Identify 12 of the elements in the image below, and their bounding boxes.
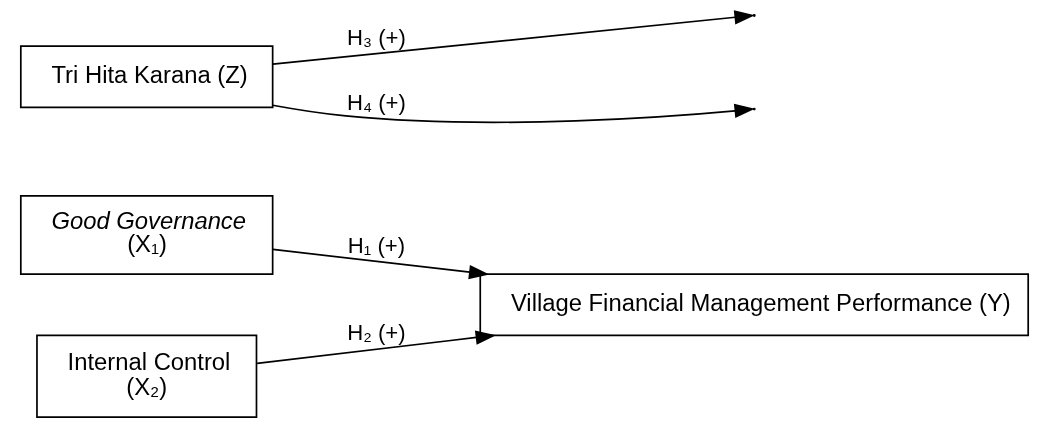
edge-label: H₁ (+) [347,232,406,258]
arrow [256,330,497,365]
node-box: Village Financial Management Performance (Y) [479,273,1030,337]
edge-label: H₄ (+) [347,89,406,115]
node-box: Tri Hita Karana (Z) [19,45,274,109]
node-box: Good Governance (X₁) [19,195,274,275]
arrow [271,103,755,124]
arrow [272,10,755,65]
edge-label: H₃ (+) [347,25,406,51]
arrow [272,248,490,280]
node-box: Internal Control (X₂) [36,334,258,418]
edge-label: H₂ (+) [347,319,406,345]
